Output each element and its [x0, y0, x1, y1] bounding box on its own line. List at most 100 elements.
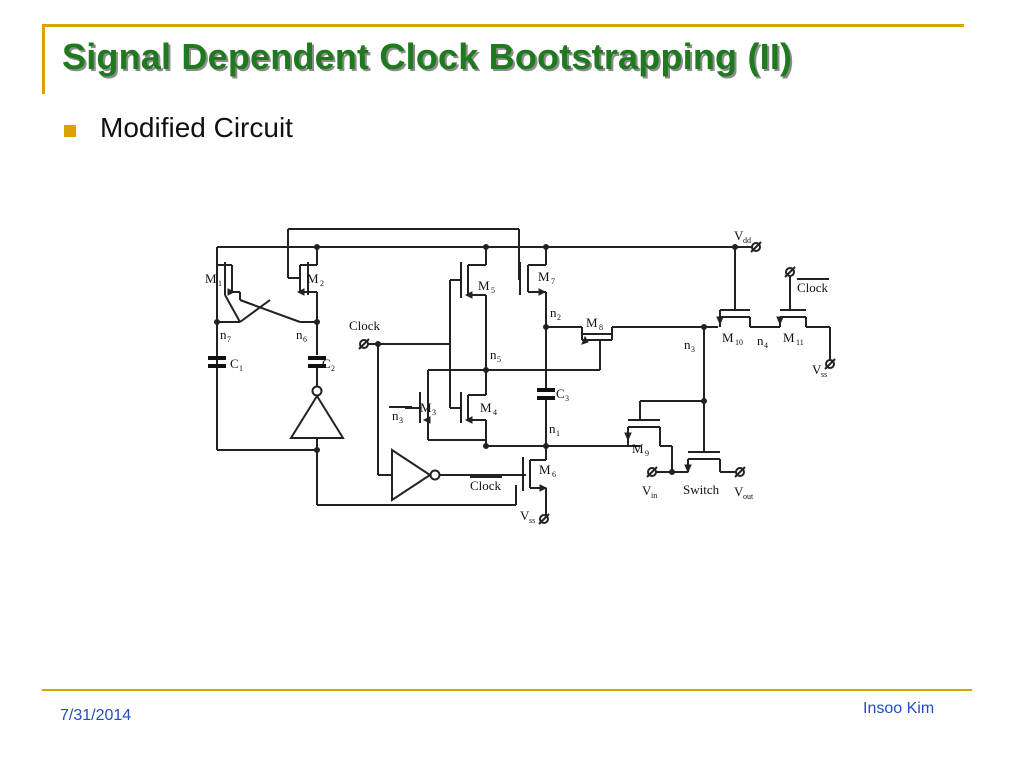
title-left-rule: [42, 26, 45, 94]
footer-date: 7/31/2014: [60, 707, 132, 724]
bullet-text: Modified Circuit: [100, 112, 293, 143]
m2-arrow: [296, 288, 305, 296]
n6-sub: 6: [303, 335, 307, 344]
switch-arrow: [684, 464, 692, 474]
c3-label: C: [556, 386, 565, 401]
m10-arrow: [716, 316, 724, 326]
clock-label: Clock: [349, 318, 381, 333]
m5-sub: 5: [491, 286, 495, 295]
vin-slash: [646, 466, 658, 478]
c1-plate-top: [208, 356, 226, 360]
m9-arrow: [624, 432, 632, 442]
vss-bottom-sub: ss: [529, 516, 535, 525]
n2-label: n: [550, 305, 557, 320]
vout-label: V: [734, 484, 744, 499]
m9-sub: 9: [645, 449, 649, 458]
junction-dot: [314, 319, 320, 325]
m10-label: M: [722, 330, 734, 345]
n6-label: n: [296, 327, 303, 342]
c2-sub: 2: [331, 364, 335, 373]
m11-sub: 11: [796, 338, 804, 347]
c3-sub: 3: [565, 394, 569, 403]
m1-sub: 1: [218, 279, 222, 288]
m8-label: M: [586, 315, 598, 330]
n3-left-sub: 3: [399, 416, 403, 425]
m3-label: M: [420, 400, 432, 415]
inverter-up-icon: [289, 394, 345, 439]
vss-right-sub: ss: [821, 370, 827, 379]
footer-rule: [42, 689, 972, 691]
m8-arrow: [581, 335, 589, 345]
m4-label: M: [480, 400, 492, 415]
n2-sub: 2: [557, 313, 561, 322]
c2-label: C: [322, 356, 331, 371]
n4-label: n: [757, 333, 764, 348]
vss-right-label: V: [812, 362, 822, 377]
c3-plate-top: [537, 388, 555, 392]
vout-sub: out: [743, 492, 754, 501]
n4-sub: 4: [764, 341, 768, 350]
cross-wire-b: [239, 299, 271, 323]
slide-title: Signal Dependent Clock Bootstrapping (II…: [62, 36, 793, 77]
clock-bar-right-label: Clock: [797, 280, 829, 295]
title-top-rule: [42, 24, 964, 27]
m4-arrow: [464, 416, 473, 424]
footer-author: Insoo Kim: [863, 700, 935, 717]
c3-plate-bottom: [537, 396, 555, 400]
n3-left-label: n: [392, 408, 399, 423]
m3-sub: 3: [432, 408, 436, 417]
c1-plate-bottom: [208, 364, 226, 368]
clock-bar-bottom-label: Clock: [470, 478, 502, 493]
vin-sub: in: [651, 491, 657, 500]
inverter2-bubble-icon: [429, 469, 441, 481]
m1-label: M: [205, 271, 217, 286]
m7-sub: 7: [551, 277, 555, 286]
junction-dot: [669, 469, 675, 475]
n3-right-sub: 3: [691, 345, 695, 354]
inverter-right-icon: [391, 448, 432, 502]
n1-label: n: [549, 421, 556, 436]
m9-label: M: [632, 441, 644, 456]
vdd-label: V: [734, 228, 744, 243]
clock-bar-right-slash: [784, 266, 796, 278]
vss-bottom-slash: [538, 513, 550, 525]
clock-terminal-slash: [358, 338, 370, 350]
c2-plate-top: [308, 356, 326, 360]
m2-sub: 2: [320, 279, 324, 288]
n3-right-label: n: [684, 337, 691, 352]
junction-dot: [701, 398, 707, 404]
m6-sub: 6: [552, 470, 556, 479]
bullet-icon: [64, 125, 76, 137]
m11-arrow: [776, 316, 784, 326]
vdd-sub: dd: [743, 236, 751, 245]
vdd-terminal-slash: [750, 241, 762, 253]
m10-sub: 10: [735, 338, 743, 347]
m5-arrow: [464, 291, 473, 299]
m8-sub: 8: [599, 323, 603, 332]
vin-label: V: [642, 483, 652, 498]
m1-gate-cross: [224, 294, 241, 323]
vout-slash: [734, 466, 746, 478]
n7-sub: 7: [227, 335, 231, 344]
m1-arrow: [227, 288, 236, 296]
vss-bottom-label: V: [520, 508, 530, 523]
c1-sub: 1: [239, 364, 243, 373]
m6-label: M: [539, 462, 551, 477]
n5-label: n: [490, 347, 497, 362]
m11-label: M: [783, 330, 795, 345]
m2-label: M: [307, 271, 319, 286]
m6-arrow: [539, 484, 548, 492]
vss-right-slash: [824, 358, 836, 370]
cross-wire-a: [239, 299, 301, 323]
n1-sub: 1: [556, 429, 560, 438]
n7-label: n: [220, 327, 227, 342]
m7-label: M: [538, 269, 550, 284]
switch-label: Switch: [683, 482, 720, 497]
m5-label: M: [478, 278, 490, 293]
m7-arrow: [538, 288, 547, 296]
junction-dot: [543, 443, 549, 449]
m4-sub: 4: [493, 408, 497, 417]
n5-sub: 5: [497, 355, 501, 364]
c1-label: C: [230, 356, 239, 371]
